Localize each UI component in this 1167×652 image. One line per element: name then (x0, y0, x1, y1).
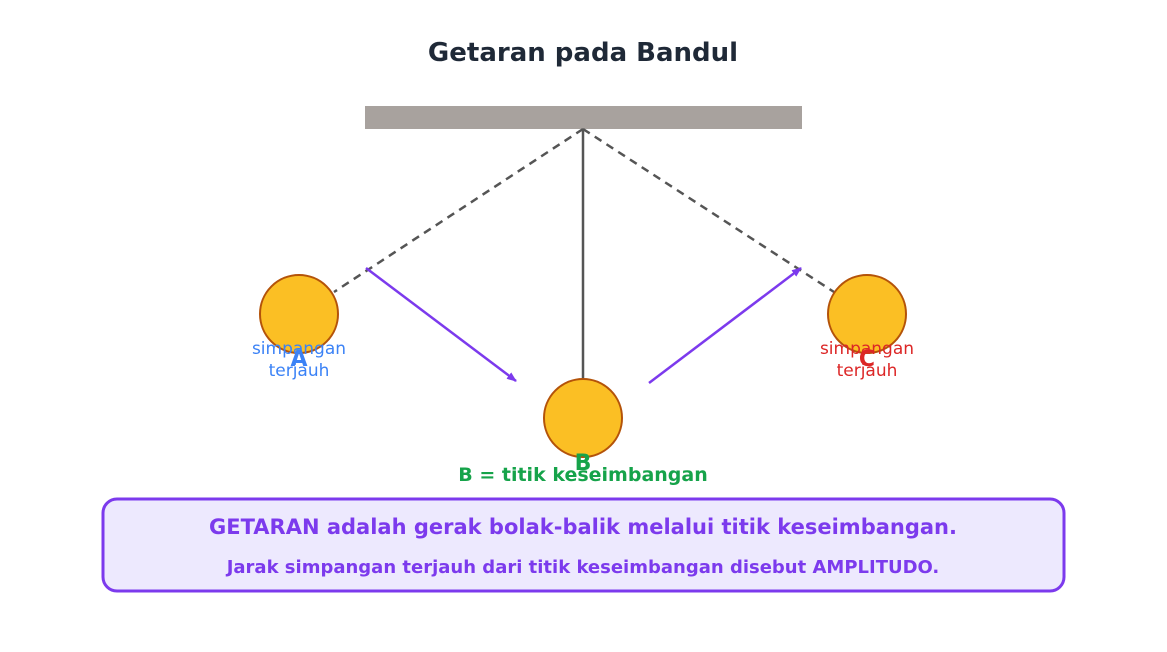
string-to-a (333, 127, 584, 294)
label-c-line2: terjauh (837, 361, 898, 381)
info-box (101, 497, 1066, 593)
ceiling-support (365, 106, 802, 129)
caption-b: B = titik keseimbangan (458, 464, 708, 486)
diagram-title: Getaran pada Bandul (428, 38, 738, 68)
info-line-1: GETARAN adalah gerak bolak-balik melalui… (209, 515, 957, 539)
letter-c: C (859, 347, 875, 372)
label-a-line2: terjauh (269, 361, 330, 381)
string-to-c (582, 127, 835, 294)
motion-arrow-a-to-b (365, 267, 517, 382)
motion-arrow-b-to-c (648, 267, 802, 384)
letter-a: A (290, 347, 307, 372)
label-c-line1: simpangan (820, 339, 914, 359)
bob-c (827, 274, 907, 354)
bob-a (259, 274, 339, 354)
label-a-line1: simpangan (252, 339, 346, 359)
info-line-2: Jarak simpangan terjauh dari titik kesei… (225, 557, 940, 578)
bob-b (543, 378, 623, 458)
letter-b: B (575, 451, 592, 476)
